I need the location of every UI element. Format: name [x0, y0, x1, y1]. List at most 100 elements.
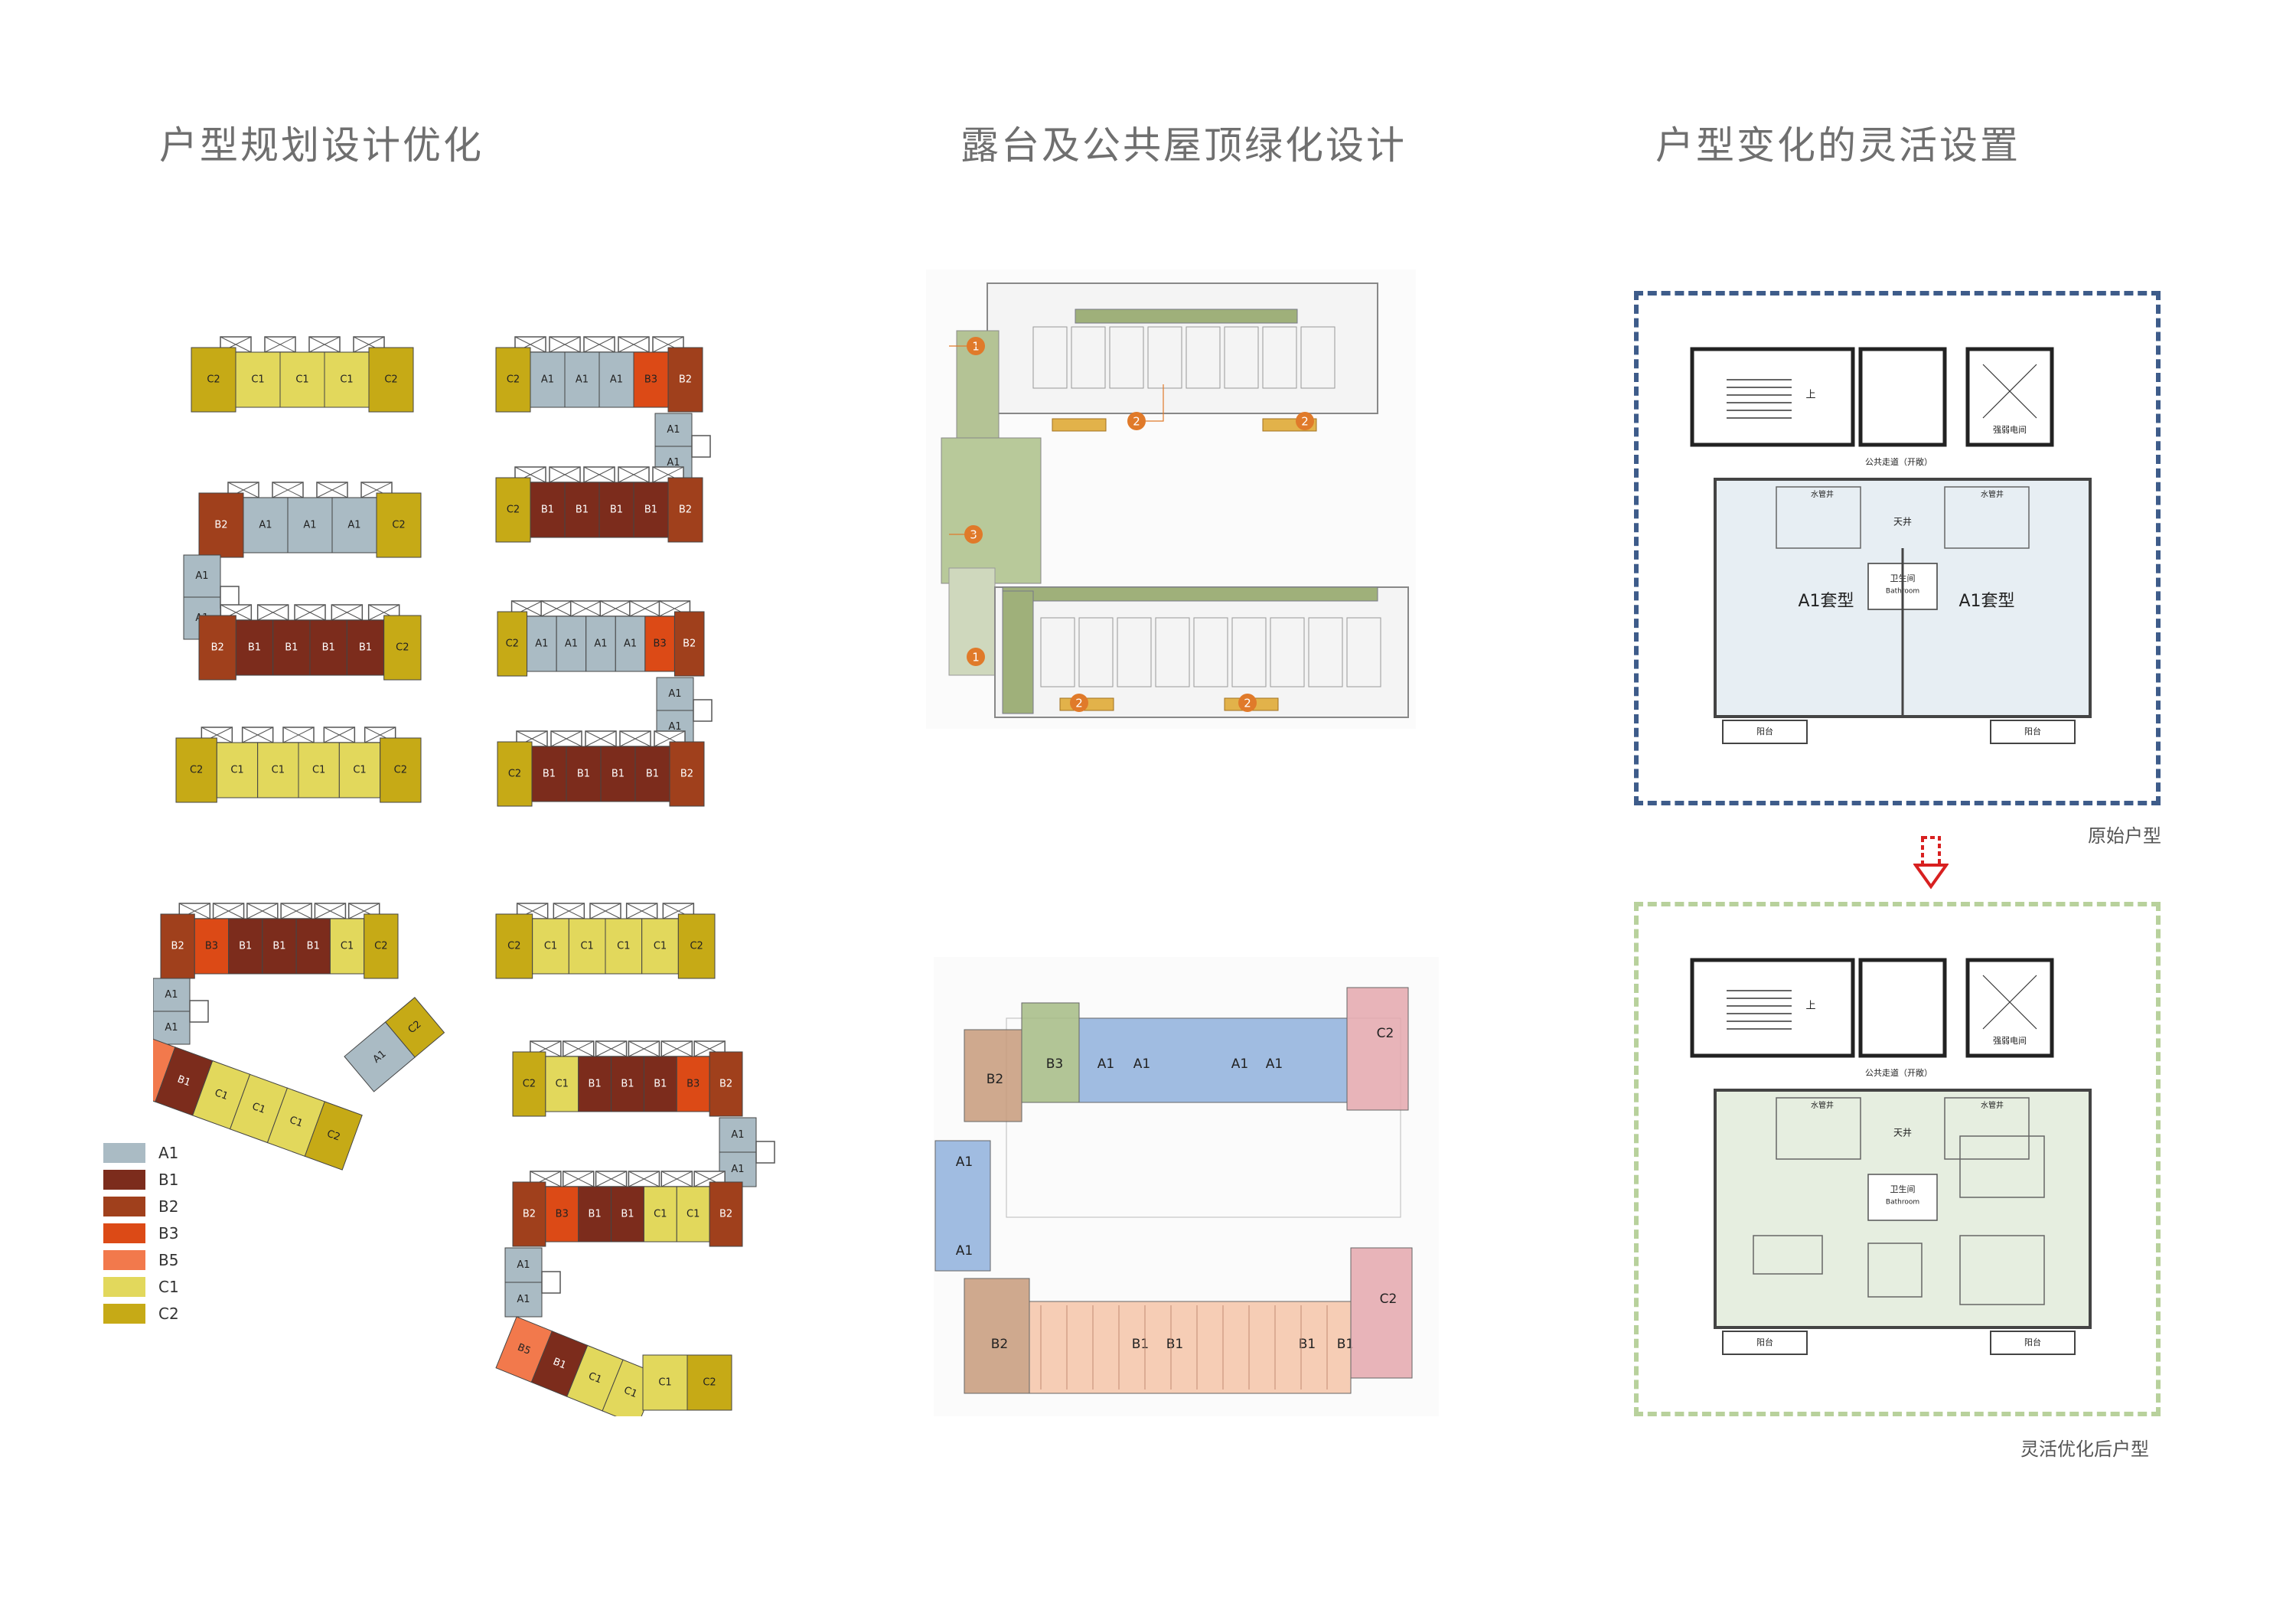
unit-B3: [545, 1186, 579, 1243]
stair-core: [693, 699, 713, 722]
unit-C2: [497, 611, 528, 677]
core-mark: [600, 600, 631, 617]
bathroom-en-label: Bathroom: [1886, 1199, 1919, 1207]
unit-B1: [309, 619, 347, 676]
unit-label: A1: [517, 1294, 530, 1305]
unit-label: C1: [341, 941, 354, 952]
heading-unit-planning: 户型规划设计优化: [159, 123, 484, 168]
legend-swatch: [103, 1143, 145, 1163]
terrace-marker: [1238, 694, 1257, 712]
corridor-label: 公共走道（开敞）: [1865, 456, 1932, 467]
terrace-marker-number: 2: [1244, 697, 1251, 710]
kitchen-right: [1944, 1097, 2030, 1160]
unit-label: A1: [195, 570, 208, 582]
unit-block-c2-bottom: [1350, 1247, 1413, 1379]
unit-A1: [153, 978, 191, 1012]
unit-label: C2: [207, 374, 220, 386]
core-mark: [331, 604, 363, 621]
unit-label: C2: [392, 520, 405, 531]
unit-B2: [709, 1181, 743, 1247]
unit-type-left: A1套型: [1798, 592, 1854, 611]
balcony-right: [1990, 720, 2076, 744]
core-mark: [589, 903, 621, 919]
unit-C2: [495, 347, 531, 413]
room-cell: [1224, 326, 1259, 389]
unit-label: B2: [679, 505, 692, 516]
unit-C1: [545, 1056, 579, 1112]
corridor-label: 公共走道（开敞）: [1865, 1067, 1932, 1078]
unit-label: C1: [580, 941, 593, 952]
legend-label: C1: [158, 1278, 179, 1296]
unit-label: A1: [259, 520, 272, 531]
unit-B2: [667, 477, 703, 543]
unit-label: C2: [1380, 1292, 1397, 1307]
room-cell: [1032, 326, 1068, 389]
unit-label: C1: [213, 1087, 229, 1102]
unit-C1: [643, 1186, 677, 1243]
unit-C2: [175, 737, 217, 803]
unit-label: A1: [667, 424, 680, 436]
unit-B1: [600, 746, 636, 802]
unit-type-right: A1套型: [1958, 592, 2014, 611]
unit-B1: [633, 482, 669, 538]
unit-label: B5: [516, 1342, 533, 1357]
unit-label: B1: [576, 505, 589, 516]
unit-label: A1: [565, 638, 578, 650]
unit-A1: [585, 616, 616, 672]
unit-label: C1: [295, 374, 308, 386]
roof-garden-bottom: [1002, 586, 1378, 602]
unit-C1: [568, 918, 606, 975]
unit-label: C1: [250, 1101, 266, 1116]
dining-table: [1753, 1235, 1823, 1275]
unit-label: B3: [205, 941, 218, 952]
unit-label: B3: [556, 1209, 569, 1220]
legend-label: B1: [158, 1171, 179, 1189]
core-mark: [563, 1040, 594, 1057]
unit-B2: [667, 347, 703, 413]
unit-label: A1: [517, 1259, 530, 1271]
stair-core: [1690, 958, 1855, 1058]
unit-label: C2: [508, 769, 521, 780]
unit-block-c2-top: [1346, 987, 1409, 1111]
roof-garden-top: [1075, 309, 1298, 324]
piano: [1867, 1243, 1923, 1298]
unit-label: B2: [523, 1209, 536, 1220]
heading-flexible-layout: 户型变化的灵活设置: [1655, 123, 2020, 168]
unit-label: A1: [610, 374, 623, 386]
unit-C2: [376, 492, 422, 558]
unit-label: B1: [589, 1079, 602, 1090]
unit-label: A1: [576, 374, 589, 386]
kitchen-left: [1776, 486, 1861, 549]
unit-C2: [383, 615, 422, 681]
lightwell-label: 天井: [1893, 517, 1912, 527]
unit-B3: [676, 1056, 710, 1112]
unit-A1: [527, 616, 557, 672]
unit-label: B1: [248, 642, 261, 654]
unit-label: B1: [322, 642, 335, 654]
unit-A1: [598, 351, 634, 408]
balcony-left-label: 阳台: [1756, 726, 1773, 736]
room-cell: [1117, 617, 1152, 687]
room-cell: [1346, 617, 1381, 687]
terrace-marker: [1296, 412, 1314, 430]
unit-label: B1: [610, 505, 623, 516]
unit-label: A1: [1097, 1056, 1114, 1072]
roof-garden-corner: [1002, 590, 1034, 714]
core-mark: [595, 1040, 627, 1057]
unit-label: B2: [719, 1209, 732, 1220]
unit-label: B1: [589, 1209, 602, 1220]
unit-label: B1: [1166, 1337, 1183, 1352]
unit-label: B1: [1299, 1337, 1316, 1352]
unit-label: B2: [987, 1072, 1003, 1087]
unit-label: C1: [622, 1385, 639, 1400]
unit-label: A1: [668, 721, 681, 733]
balcony-right-label: 阳台: [2024, 1337, 2041, 1347]
legend-item-b5: B5: [103, 1250, 226, 1272]
unit-label: B3: [644, 374, 657, 386]
core-mark: [570, 600, 602, 617]
lower-wing: [994, 586, 1409, 718]
unit-C2: [677, 913, 716, 979]
